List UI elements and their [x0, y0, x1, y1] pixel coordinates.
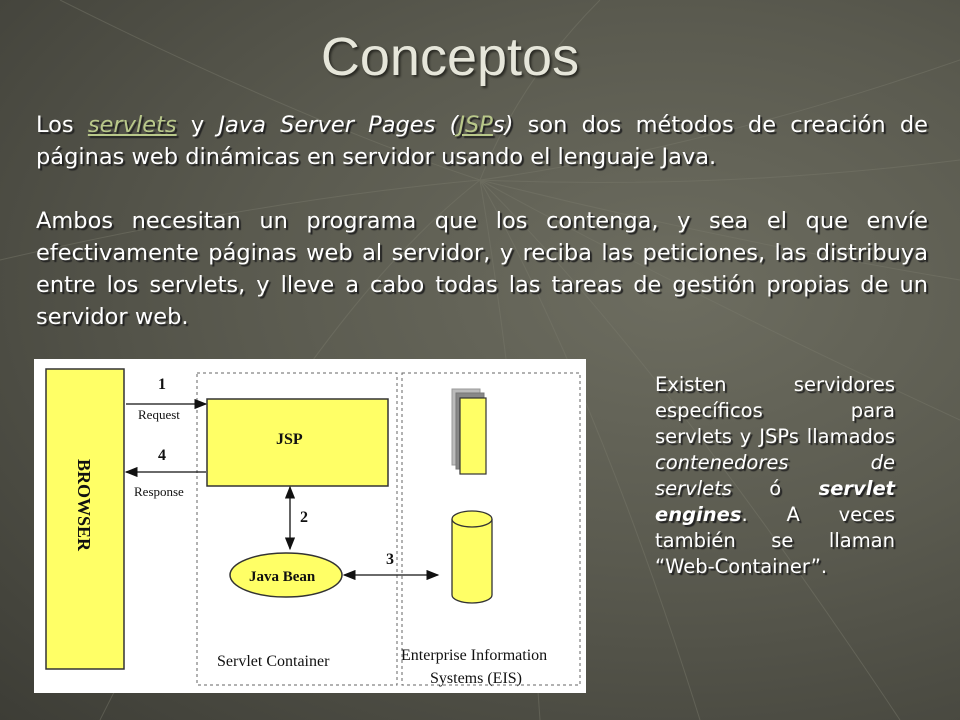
side-text-bold-italic: servlet engines	[655, 477, 895, 526]
eis-database-top	[451, 510, 493, 528]
response-label: Response	[134, 484, 184, 499]
side-text-2: ó	[731, 477, 819, 500]
servlet-container-label: Servlet Container	[217, 653, 330, 670]
jsp-label: JSP	[276, 431, 303, 448]
slide-title: Conceptos	[320, 27, 580, 87]
eis-database-cylinder	[451, 519, 493, 604]
intro-jsp-prefix: Java Server Pages (	[218, 112, 459, 138]
servlets-link[interactable]: servlets	[87, 112, 177, 138]
javabean-label: Java Bean	[249, 569, 316, 585]
intro-paragraph: Los servlets y Java Server Pages (JSPs) …	[36, 109, 928, 173]
step-4-number: 4	[158, 447, 166, 464]
intro-text-1: Los	[36, 112, 88, 138]
intro-text-2: y	[176, 112, 219, 138]
jsp-box	[206, 398, 389, 487]
intro-jsp-suffix: s)	[492, 112, 514, 138]
second-paragraph: Ambos necesitan un programa que los cont…	[36, 208, 928, 330]
side-note: Existen servidores específicos para serv…	[655, 372, 895, 580]
eis-label-line1: Enterprise Information	[401, 647, 547, 664]
step-1-number: 1	[158, 376, 166, 393]
browser-box	[45, 368, 125, 670]
side-text-1: Existen servidores específicos para serv…	[655, 373, 895, 448]
servlet-container-box	[196, 372, 398, 686]
eis-container-box	[401, 372, 581, 686]
side-text-italic: contenedores de servlets	[655, 451, 895, 500]
eis-document-front	[459, 397, 487, 475]
javabean-ellipse	[229, 552, 343, 598]
eis-label-line2: Systems (EIS)	[430, 670, 522, 687]
intro-text-3: son dos métodos de creación de páginas w…	[36, 112, 929, 170]
side-text-3: . A veces también se llaman “Web-Contain…	[655, 503, 895, 578]
request-label: Request	[138, 407, 180, 422]
step-3-number: 3	[386, 551, 394, 568]
jsp-link[interactable]: JSP	[458, 112, 493, 138]
step-2-number: 2	[300, 509, 308, 526]
browser-label: BROWSER	[74, 459, 94, 552]
architecture-diagram: BROWSER 1 Request 4 Response JSP 2 Java …	[34, 359, 586, 693]
